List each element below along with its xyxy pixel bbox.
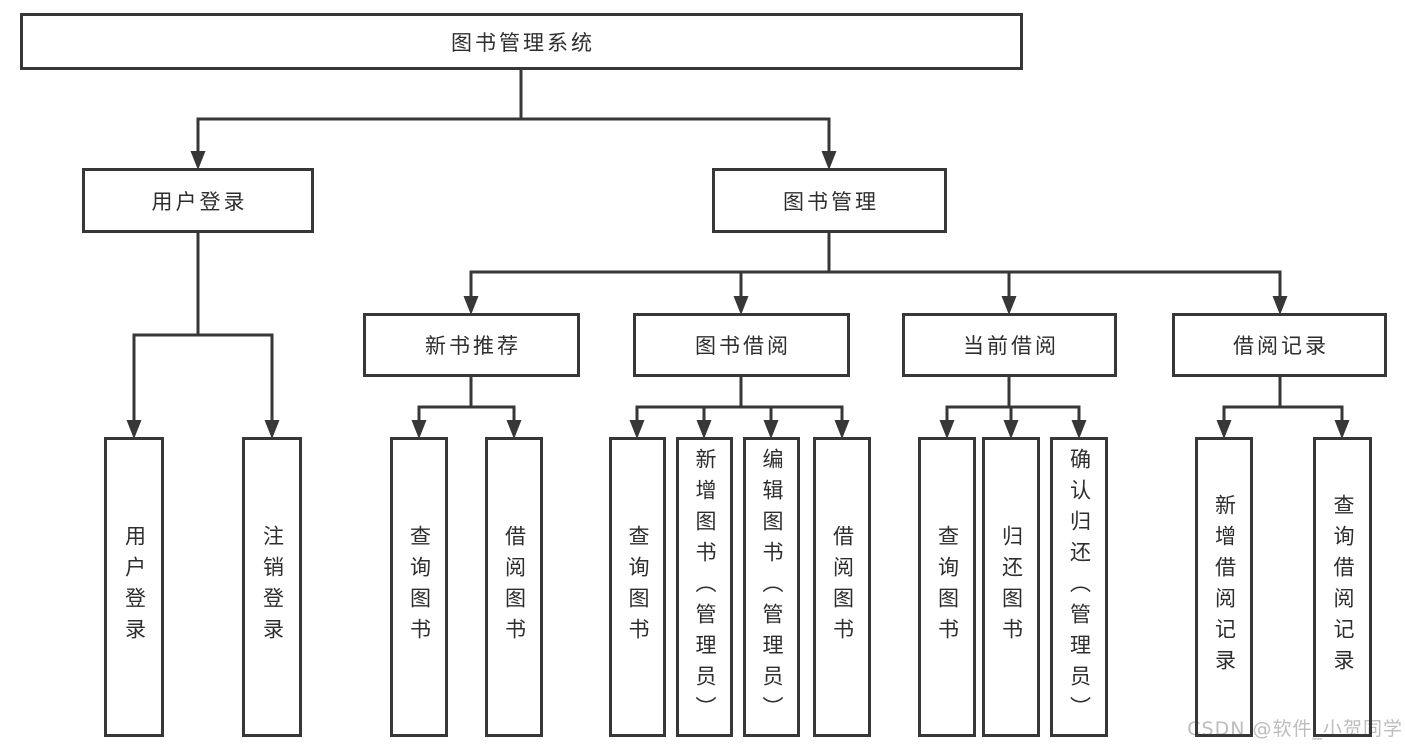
- leaf-borrow-books: 借阅图书: [813, 437, 871, 737]
- node-book-borrowing: 图书借阅: [633, 313, 850, 377]
- leaf-query-borrow-record: 查询借阅记录: [1313, 437, 1372, 737]
- leaf-label: 查询图书: [935, 525, 960, 649]
- node-label: 图书借阅: [695, 334, 791, 358]
- leaf-user-login: 用户登录: [104, 437, 164, 737]
- leaf-label: 用户登录: [122, 525, 147, 649]
- leaf-label: 借阅图书: [502, 525, 527, 649]
- leaf-add-book-admin: 新增图书（管理员）: [676, 437, 733, 737]
- node-library-management-system: 图书管理系统: [20, 13, 1023, 70]
- leaf-query-books-recommend: 查询图书: [390, 437, 448, 737]
- node-label: 用户登录: [151, 189, 248, 214]
- leaf-logout: 注销登录: [242, 437, 302, 737]
- connector-paths: [132, 69, 1344, 421]
- leaf-label: 新增图书（管理员）: [693, 447, 717, 727]
- node-new-book-recommendation: 新书推荐: [363, 313, 580, 377]
- leaf-label: 查询图书: [626, 525, 650, 649]
- arrowheads: [126, 151, 1350, 439]
- node-label: 新书推荐: [425, 334, 521, 358]
- leaf-add-borrow-record: 新增借阅记录: [1195, 437, 1253, 737]
- leaf-return-books: 归还图书: [982, 437, 1040, 737]
- leaf-label: 借阅图书: [830, 525, 855, 649]
- node-label: 当前借阅: [963, 334, 1059, 358]
- leaf-query-books-current: 查询图书: [918, 437, 976, 737]
- leaf-confirm-return-admin: 确认归还（管理员）: [1050, 437, 1108, 737]
- node-book-management: 图书管理: [712, 168, 947, 233]
- node-borrowing-records: 借阅记录: [1172, 313, 1387, 377]
- node-label: 图书管理系统: [451, 30, 595, 55]
- node-current-borrowing: 当前借阅: [902, 313, 1117, 377]
- node-user-login: 用户登录: [82, 168, 314, 233]
- leaf-borrow-books-recommend: 借阅图书: [485, 437, 543, 737]
- leaf-label: 查询图书: [407, 525, 432, 649]
- leaf-label: 新增借阅记录: [1212, 494, 1237, 680]
- csdn-watermark: CSDN @软件_小贺同学: [1187, 718, 1403, 740]
- node-label: 图书管理: [783, 189, 879, 214]
- node-label: 借阅记录: [1233, 334, 1329, 358]
- leaf-label: 注销登录: [260, 525, 285, 649]
- leaf-label: 归还图书: [999, 525, 1024, 649]
- leaf-label: 确认归还（管理员）: [1067, 447, 1092, 727]
- leaf-label: 查询借阅记录: [1331, 494, 1355, 680]
- leaf-label: 编辑图书（管理员）: [760, 447, 784, 727]
- leaf-query-books-borrow: 查询图书: [609, 437, 666, 737]
- leaf-edit-book-admin: 编辑图书（管理员）: [743, 437, 800, 737]
